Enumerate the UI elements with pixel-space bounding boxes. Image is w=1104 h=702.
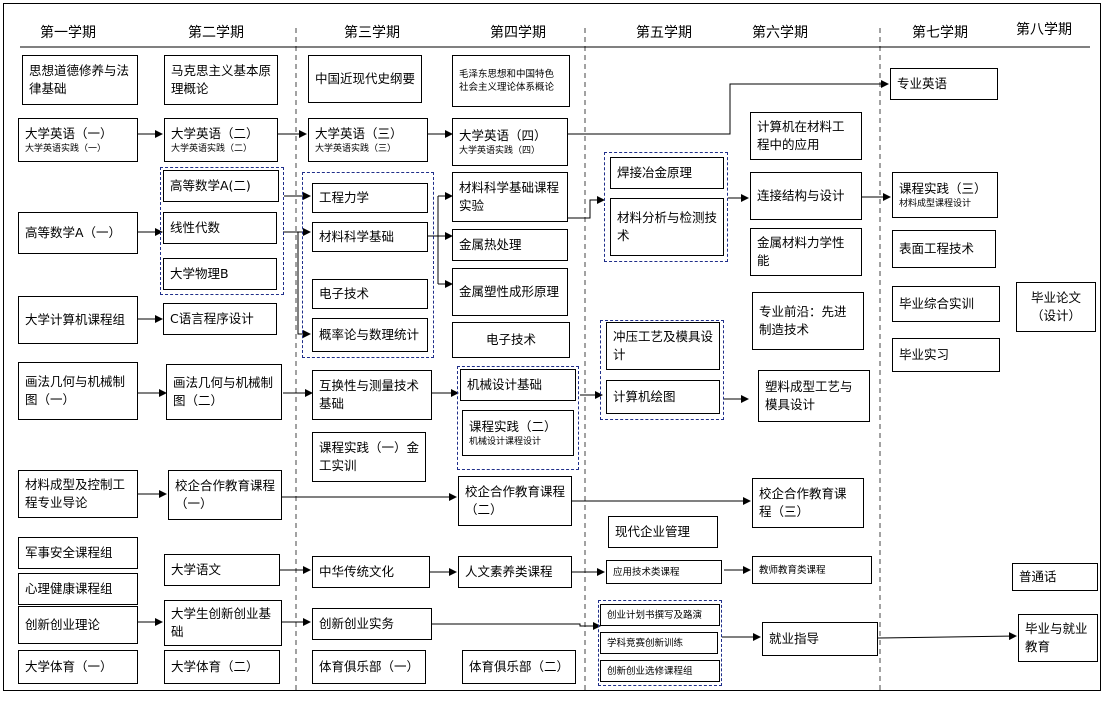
- course-fenxi-jiance: 材料分析与检测技术: [610, 198, 724, 256]
- group-innovation: [598, 600, 722, 686]
- course-putonghua: 普通话: [1012, 563, 1098, 591]
- course-gaoshu-1: 高等数学A（一）: [18, 212, 138, 254]
- course-qiye-guanli: 现代企业管理: [608, 516, 718, 548]
- course-jiuye-zhidao: 就业指导: [762, 622, 878, 656]
- course-qianyan: 专业前沿：先进制造技术: [752, 292, 864, 350]
- course-julebu-2: 体育俱乐部（二）: [462, 650, 576, 684]
- course-chongya: 冲压工艺及模具设计: [606, 322, 720, 370]
- course-chuangxin-xuanxiu: 创新创业选修课程组: [600, 660, 720, 682]
- course-yingyong-jishu: 应用技术类课程: [606, 560, 722, 584]
- course-xiaoqi-2: 校企合作教育课程（二）: [458, 476, 572, 526]
- header-semester-8: 第八学期: [1016, 22, 1072, 38]
- diagram-frame: [3, 3, 1101, 691]
- course-chuangye-jihua: 创业计划书撰写及路演: [600, 604, 720, 626]
- header-semester-2: 第二学期: [188, 25, 244, 41]
- header-semester-3: 第三学期: [344, 25, 400, 41]
- group-math-physics: [160, 167, 284, 295]
- course-biye-shixi: 毕业实习: [892, 338, 1000, 372]
- course-cailiao-shiyan: 材料科学基础课程实验: [452, 172, 568, 222]
- course-chuangxin-jichu: 大学生创新创业基础: [164, 600, 282, 646]
- course-english-1: 大学英语（一）大学英语实践（一）: [18, 118, 138, 162]
- course-xiaoqi-1: 校企合作教育课程（一）: [168, 470, 282, 520]
- course-maozedong: 毛泽东思想和中国特色社会主义理论体系概论: [452, 55, 570, 107]
- course-english-2: 大学英语（二）大学英语实践（二）: [164, 118, 278, 162]
- course-xiaoqi-3: 校企合作教育课程（三）: [752, 478, 864, 528]
- course-english-3: 大学英语（三）大学英语实践（三）: [308, 118, 428, 162]
- course-jixie-sheji: 机械设计基础: [460, 369, 576, 401]
- course-c-language: C语言程序设计: [163, 303, 277, 335]
- course-makesi: 马克思主义基本原理概论: [164, 55, 278, 105]
- course-hanjie: 焊接冶金原理: [610, 157, 724, 189]
- course-biye-lunwen: 毕业论文（设计）: [1016, 282, 1096, 332]
- course-huafa-1: 画法几何与机械制图（一）: [18, 362, 138, 420]
- course-chuantong-wenhua: 中华传统文化: [312, 556, 430, 588]
- course-practice-1: 课程实践（一）金工实训: [312, 432, 426, 482]
- course-gongcheng-lixue: 工程力学: [312, 183, 428, 213]
- course-jiaoshi-jiaoyu: 教师教育类课程: [752, 556, 872, 584]
- header-semester-1: 第一学期: [40, 25, 96, 41]
- course-jisuanji-huitu: 计算机绘图: [606, 380, 720, 414]
- course-sixiang: 思想道德修养与法律基础: [22, 55, 138, 105]
- course-practice-2: 课程实践（二）机械设计课程设计: [462, 410, 574, 456]
- course-gailvlun: 概率论与数理统计: [312, 318, 428, 352]
- course-daxue-wuli: 大学物理B: [163, 258, 277, 290]
- group-semester5-materials: [604, 152, 728, 262]
- course-zonghe-shixun: 毕业综合实训: [892, 286, 1000, 322]
- course-chuangxin-lilun: 创新创业理论: [18, 606, 138, 644]
- course-xinli: 心理健康课程组: [18, 573, 138, 605]
- course-tiyu-2: 大学体育（二）: [164, 650, 280, 684]
- course-biaomian: 表面工程技术: [892, 230, 996, 268]
- course-zhongguo: 中国近现代史纲要: [308, 55, 422, 103]
- course-computer-materials: 计算机在材料工程中的应用: [750, 112, 862, 160]
- course-english-4: 大学英语（四）大学英语实践（四）: [452, 118, 568, 166]
- group-mechanical-design: [457, 366, 579, 470]
- header-semester-4: 第四学期: [490, 25, 546, 41]
- course-zhuanye-yingyu: 专业英语: [890, 68, 998, 100]
- header-semester-7: 第七学期: [912, 25, 968, 41]
- course-daolun: 材料成型及控制工程专业导论: [18, 470, 138, 518]
- course-chuangxin-shiwu: 创新创业实务: [312, 608, 432, 640]
- course-renwen-suyang: 人文素养类课程: [458, 556, 572, 588]
- course-huhuanxing: 互换性与测量技术基础: [312, 370, 432, 420]
- course-gaoshu-2: 高等数学A(二): [163, 170, 279, 202]
- course-computer-group: 大学计算机课程组: [18, 296, 138, 344]
- header-semester-6: 第六学期: [752, 25, 808, 41]
- course-tiyu-1: 大学体育（一）: [18, 650, 138, 684]
- course-biye-jiuye: 毕业与就业教育: [1018, 614, 1098, 662]
- course-dianzi-1: 电子技术: [312, 279, 428, 309]
- course-suxing-chengxing: 金属塑性成形原理: [452, 268, 568, 316]
- course-jinshu-rechuli: 金属热处理: [452, 229, 568, 261]
- course-xianxing-daishu: 线性代数: [163, 212, 277, 244]
- header-semester-5: 第五学期: [636, 25, 692, 41]
- course-lixue-xingneng: 金属材料力学性能: [750, 228, 862, 276]
- course-huafa-2: 画法几何与机械制图（二）: [166, 364, 282, 420]
- course-xueke-jingsai: 学科竞赛创新训练: [600, 632, 718, 654]
- course-lianjie-sheji: 连接结构与设计: [750, 172, 862, 220]
- course-practice-3: 课程实践（三）材料成型课程设计: [892, 172, 998, 218]
- course-suliao-chengxing: 塑料成型工艺与模具设计: [758, 370, 870, 422]
- semester-dividers: [295, 28, 881, 690]
- group-semester3-core: [302, 172, 434, 358]
- course-julebu-1: 体育俱乐部（一）: [312, 650, 426, 684]
- course-cailiao-jichu: 材料科学基础: [312, 222, 428, 252]
- course-daxue-yuwen: 大学语文: [164, 554, 280, 586]
- course-junshi: 军事安全课程组: [18, 537, 138, 569]
- course-dianzi-2: 电子技术: [452, 322, 570, 358]
- group-stamping-drawing: [600, 320, 724, 420]
